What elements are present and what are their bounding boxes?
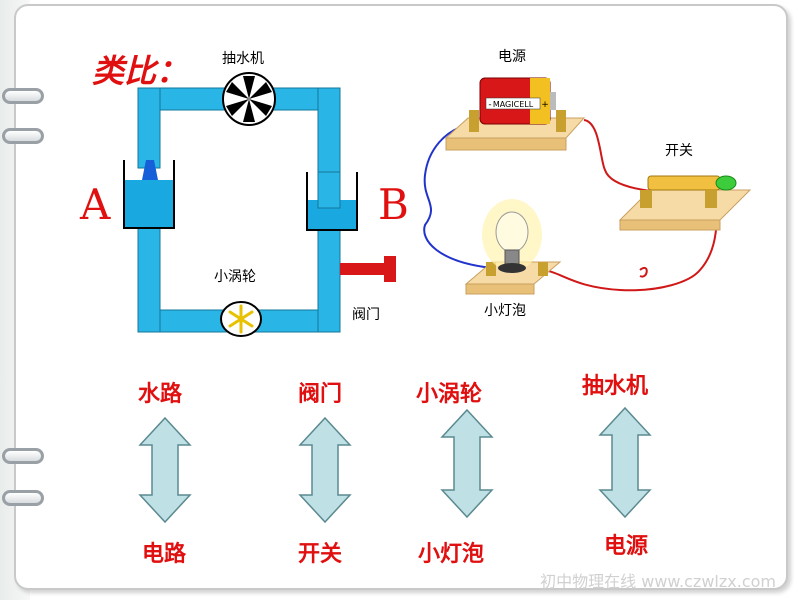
wire-blue bbox=[423, 124, 493, 269]
binder-ring bbox=[2, 128, 44, 144]
pair-bottom-electric-circuit: 电路 bbox=[142, 542, 187, 567]
turbine bbox=[220, 301, 262, 337]
left-pipe-lower bbox=[137, 227, 161, 333]
right-pipe-lower bbox=[317, 229, 341, 333]
pair-bottom-switch: 开关 bbox=[298, 542, 343, 567]
water-circuit bbox=[123, 72, 396, 337]
water-jet bbox=[142, 160, 158, 180]
watermark: 初中物理在线 www.czwlzx.com bbox=[540, 572, 776, 591]
double-arrow bbox=[138, 416, 192, 524]
switch-lever bbox=[647, 175, 721, 191]
slide-title: 类比： bbox=[92, 52, 189, 90]
power-source-label: 电源 bbox=[498, 49, 526, 65]
point-a-label: A bbox=[80, 180, 111, 229]
pair-bottom-power-source: 电源 bbox=[604, 534, 649, 559]
turbine-label: 小涡轮 bbox=[214, 269, 256, 285]
wire-red-2 bbox=[539, 191, 718, 292]
pair-top-valve: 阀门 bbox=[298, 382, 343, 407]
battery-plus: + bbox=[541, 100, 549, 110]
inlet-pipe bbox=[317, 171, 341, 209]
pair-top-water-path: 水路 bbox=[138, 382, 183, 407]
pair-bottom-bulb: 小灯泡 bbox=[418, 542, 485, 567]
bulb-board bbox=[464, 199, 562, 295]
battery-clip bbox=[469, 110, 479, 132]
pump bbox=[222, 72, 276, 126]
double-arrow bbox=[298, 416, 352, 524]
pair-top-pump: 抽水机 bbox=[582, 374, 649, 399]
point-b-label: B bbox=[378, 180, 409, 229]
container-a bbox=[123, 160, 175, 229]
container-a-water bbox=[124, 180, 174, 228]
container-b bbox=[306, 172, 358, 231]
pump-label: 抽水机 bbox=[222, 51, 264, 67]
binder-ring bbox=[2, 448, 44, 464]
pair-top-turbine: 小涡轮 bbox=[416, 382, 483, 407]
valve-label: 阀门 bbox=[352, 307, 380, 323]
bulb-label: 小灯泡 bbox=[484, 303, 526, 319]
double-arrow bbox=[440, 408, 494, 519]
battery-brand: MAGICELL bbox=[493, 100, 534, 109]
electric-circuit bbox=[423, 77, 752, 295]
switch-label: 开关 bbox=[665, 143, 693, 159]
bulb bbox=[495, 211, 529, 253]
valve bbox=[340, 263, 386, 275]
valve-handle bbox=[384, 256, 396, 282]
left-pipe-upper bbox=[137, 87, 161, 169]
binder-ring bbox=[2, 490, 44, 506]
battery-board bbox=[444, 77, 586, 151]
wire-red-1 bbox=[583, 119, 661, 193]
battery-clip bbox=[556, 110, 566, 132]
double-arrow bbox=[598, 406, 652, 519]
switch-knob bbox=[715, 175, 737, 191]
battery-minus: - bbox=[488, 100, 491, 110]
double-arrows bbox=[138, 406, 652, 524]
switch-board bbox=[618, 175, 752, 231]
binder-ring bbox=[2, 88, 44, 104]
